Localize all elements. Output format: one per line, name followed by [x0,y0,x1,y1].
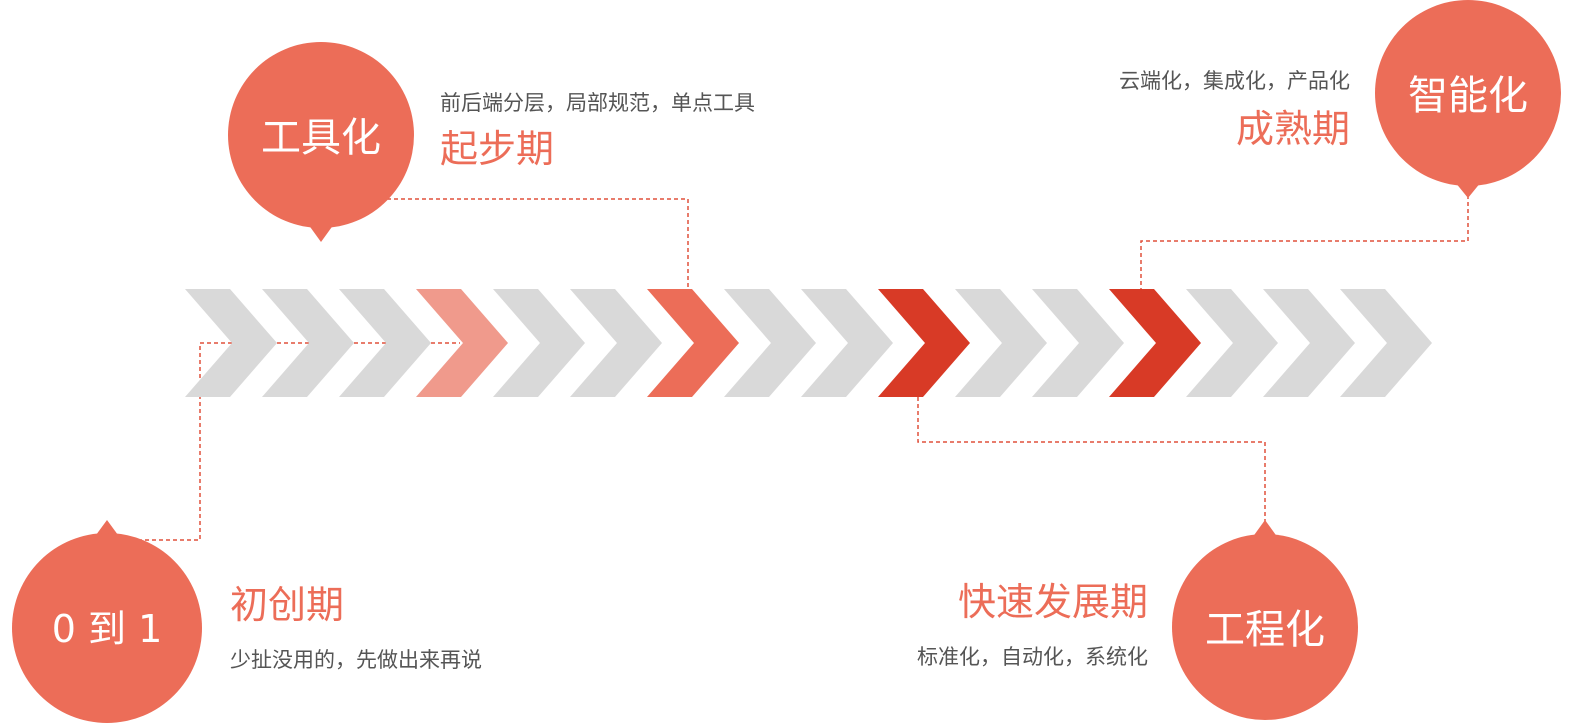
chevron-9 [801,289,893,397]
circle-pointer [308,224,334,242]
chevron-row [185,289,1432,397]
chevron-11 [955,289,1047,397]
stage-description: 前后端分层，局部规范，单点工具 [440,91,755,115]
stage-title: 快速发展期 [958,580,1148,624]
circle-shape [1375,0,1561,186]
stage-title: 起步期 [440,127,554,171]
circle-zero-to-one: 0 到 1 [12,520,202,723]
chevron-2 [262,289,354,397]
circle-label: 工程化 [1205,607,1325,653]
stage-description: 云端化，集成化，产品化 [1119,69,1350,93]
circle-pointer [96,520,118,535]
stage-intelligent: 智能化 云端化，集成化，产品化 成熟期 [1119,0,1561,198]
chevron-3 [339,289,431,397]
chevron-10 [878,289,970,397]
stage-description: 少扯没用的，先做出来再说 [230,648,482,672]
chevron-6 [570,289,662,397]
circle-pointer [1455,182,1481,198]
circle-engineering: 工程化 [1172,520,1358,720]
stage-engineering: 工程化 快速发展期 标准化，自动化，系统化 [917,520,1358,720]
circle-shape [228,42,414,228]
circle-shape [1172,534,1358,720]
stage-description: 标准化，自动化，系统化 [917,645,1148,669]
circle-pointer [1252,520,1278,538]
chevron-1 [185,289,277,397]
stage-title: 初创期 [230,583,344,627]
stage-zero-to-one: 0 到 1 初创期 少扯没用的，先做出来再说 [12,520,482,723]
chevron-12 [1032,289,1124,397]
chevron-7 [647,289,739,397]
connector-engineering [917,397,1266,525]
circle-label: 工具化 [261,115,381,161]
chevron-4 [416,289,508,397]
circle-intelligent: 智能化 [1375,0,1561,198]
chevron-8 [724,289,816,397]
connector-intelligent [1140,195,1469,290]
chevron-14 [1186,289,1278,397]
circle-tooling: 工具化 [228,42,414,242]
circle-shape [12,533,202,723]
circle-label: 智能化 [1408,73,1528,119]
chevron-5 [493,289,585,397]
circle-label: 0 到 1 [52,607,163,651]
stage-title: 成熟期 [1236,107,1350,151]
chevron-16 [1340,289,1432,397]
chevron-15 [1263,289,1355,397]
connector-tooling [380,198,689,290]
stage-tooling: 工具化 前后端分层，局部规范，单点工具 起步期 [228,42,755,242]
chevron-13 [1109,289,1201,397]
